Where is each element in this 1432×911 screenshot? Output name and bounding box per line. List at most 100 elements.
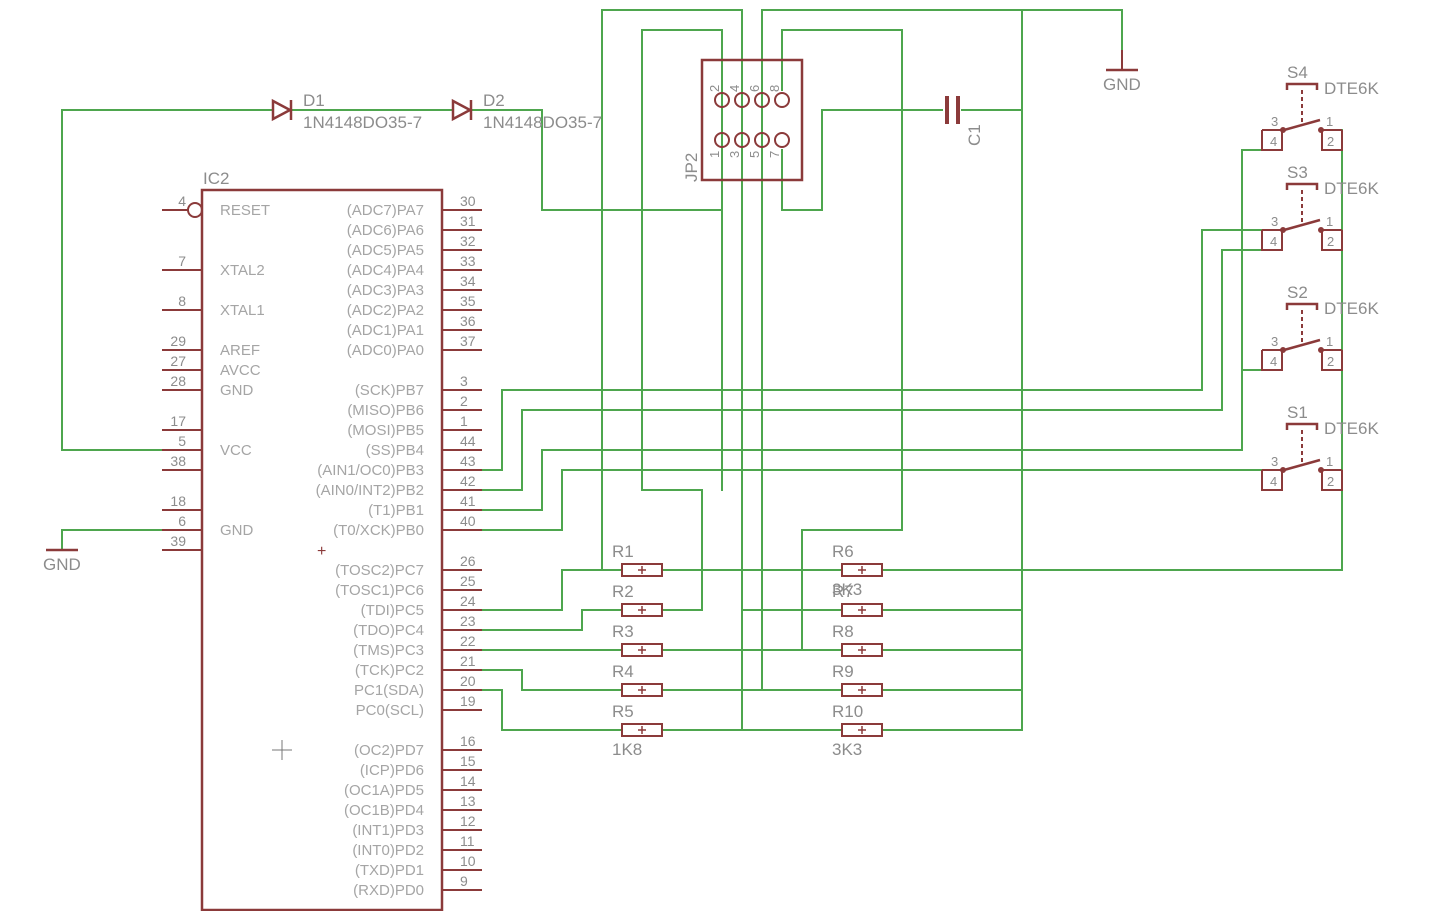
resistor-name: R1	[612, 542, 634, 561]
ic2-right-pin-number: 11	[460, 833, 475, 849]
switch-lever	[1283, 218, 1321, 232]
resistor-r1[interactable]: R1	[612, 542, 663, 577]
jp2-pin-3: 3	[727, 151, 742, 158]
ic2-right-pin-number: 13	[460, 793, 476, 809]
jp2-pin-4: 4	[727, 85, 742, 92]
switch-name: S3	[1287, 163, 1308, 182]
switch-cap	[1285, 422, 1319, 430]
ic2-right-pin-label: (AIN1/OC0)PB3	[317, 462, 424, 479]
resistor-r9[interactable]: R9	[832, 662, 883, 697]
ic2-left-pin-label: AREF	[220, 342, 260, 359]
resistor-name: R6	[832, 542, 854, 561]
ic2-left-pin-label: GND	[220, 522, 254, 539]
ic2-chip[interactable]: IC2 4RESET7XTAL28XTAL129AREF27AVCC28GND1…	[162, 169, 482, 911]
switch-value: DTE6K	[1324, 79, 1379, 98]
diode-d2-triangle	[451, 98, 473, 122]
ic2-left-pin-number: 17	[170, 413, 186, 429]
wire-jp2-7	[781, 109, 943, 211]
ic2-right-pin-label: (TDO)PC4	[353, 622, 424, 639]
ic2-right-pins: 30(ADC7)PA731(ADC6)PA632(ADC5)PA533(ADC4…	[316, 193, 482, 899]
jp2-pin-8: 8	[767, 85, 782, 92]
jp2-name: JP2	[682, 153, 701, 182]
ic2-right-pin-number: 12	[460, 813, 476, 829]
switch-name: S4	[1287, 63, 1308, 82]
resistor-r5[interactable]: R5	[612, 702, 663, 737]
switch-pin-1-num: 1	[1326, 454, 1333, 469]
switch-pin-4-num: 4	[1270, 234, 1277, 249]
resistor-body	[621, 683, 663, 697]
ic2-right-pin-label: (OC2)PD7	[354, 742, 424, 759]
wire-pc1	[481, 689, 623, 731]
gnd-symbol-left: GND	[43, 548, 81, 574]
ic2-right-pin-label: (INT0)PD2	[352, 842, 424, 859]
resistor-r4[interactable]: R4	[612, 662, 663, 697]
resistor-r8[interactable]: R8	[832, 622, 883, 657]
ic2-right-pin-label: (SS)PB4	[366, 442, 424, 459]
resistor-r6[interactable]: R6	[832, 542, 883, 577]
ic2-left-pin-number: 39	[170, 533, 186, 549]
wire-pc4	[481, 609, 623, 631]
ic2-right-pin-number: 32	[460, 233, 476, 249]
ic2-right-pin-label: (OC1A)PD5	[344, 782, 424, 799]
wire-s2-left	[1241, 369, 1263, 451]
switch-lever	[1283, 458, 1321, 472]
ic2-right-pin-label: (MISO)PB6	[347, 402, 424, 419]
ic2-left-pin-number: 29	[170, 333, 186, 349]
ic2-right-pin-label: (T0/XCK)PB0	[333, 522, 424, 539]
jp2-pin-6: 6	[747, 85, 762, 92]
jp2-pin-7: 7	[767, 151, 782, 158]
ic2-left-pins: 4RESET7XTAL28XTAL129AREF27AVCC28GND175VC…	[162, 193, 270, 551]
resistor-body	[621, 563, 663, 577]
switch-pin-4-box	[1261, 230, 1283, 251]
ic2-left-pin-number: 5	[178, 433, 186, 449]
switch-pin-4-box	[1261, 130, 1283, 151]
capacitor-c1[interactable]: C1	[945, 96, 984, 146]
switch-lever	[1283, 338, 1321, 352]
resistor-r3[interactable]: R3	[612, 622, 663, 657]
resistor-name: R2	[612, 582, 634, 601]
wire-pb2	[481, 249, 1263, 491]
ic2-right-pin-label: (ADC7)PA7	[347, 202, 424, 219]
resistor-r2[interactable]: R2	[612, 582, 663, 617]
ic2-left-pin-label: AVCC	[220, 362, 261, 379]
diode-d1-value: 1N4148DO35-7	[303, 113, 422, 132]
switch-pin-4-num: 4	[1270, 474, 1277, 489]
resistor-name: R9	[832, 662, 854, 681]
cursor-crosshair	[272, 740, 292, 760]
ic2-right-pin-label: (T1)PB1	[368, 502, 424, 519]
ic2-right-pin-label: (ADC4)PA4	[347, 262, 424, 279]
diode-d1[interactable]: D1 1N4148DO35-7	[271, 91, 422, 132]
ic2-left-pin-number: 18	[170, 493, 186, 509]
ic2-left-pin-label: GND	[220, 382, 254, 399]
ic2-right-pin-label: (ADC5)PA5	[347, 242, 424, 259]
switch-pin-2-num: 2	[1327, 474, 1334, 489]
ic2-left-pin-number: 6	[178, 513, 186, 529]
ic2-right-pin-number: 34	[460, 273, 476, 289]
ic2-right-pin-number: 24	[460, 593, 476, 609]
connector-jp2[interactable]: 2 4 6 8 1 3 5 7 JP2	[682, 58, 804, 182]
wire-pb3	[481, 229, 1263, 471]
switch-cap	[1285, 82, 1319, 90]
diode-d2-value: 1N4148DO35-7	[483, 113, 602, 132]
ic2-right-pin-label: (TOSC1)PC6	[335, 582, 424, 599]
wire-gnd-left	[61, 529, 163, 549]
diode-d2[interactable]: D2 1N4148DO35-7	[451, 91, 602, 132]
switch-pin-3-num: 3	[1271, 214, 1278, 229]
switch-value: DTE6K	[1324, 179, 1379, 198]
resistor-r7[interactable]: R7	[832, 582, 883, 617]
wire-pc2	[481, 669, 623, 691]
ic2-left-pin-label: VCC	[220, 442, 252, 459]
switch-pin-2-box	[1321, 350, 1343, 371]
ic2-right-pin-number: 33	[460, 253, 476, 269]
ic2-right-pin-number: 10	[460, 853, 476, 869]
ic2-right-pin-number: 14	[460, 773, 476, 789]
ic2-right-pin-number: 9	[460, 873, 468, 889]
resistor-r10[interactable]: R10	[832, 702, 883, 737]
switch-value: DTE6K	[1324, 299, 1379, 318]
switch-pin-2-num: 2	[1327, 134, 1334, 149]
